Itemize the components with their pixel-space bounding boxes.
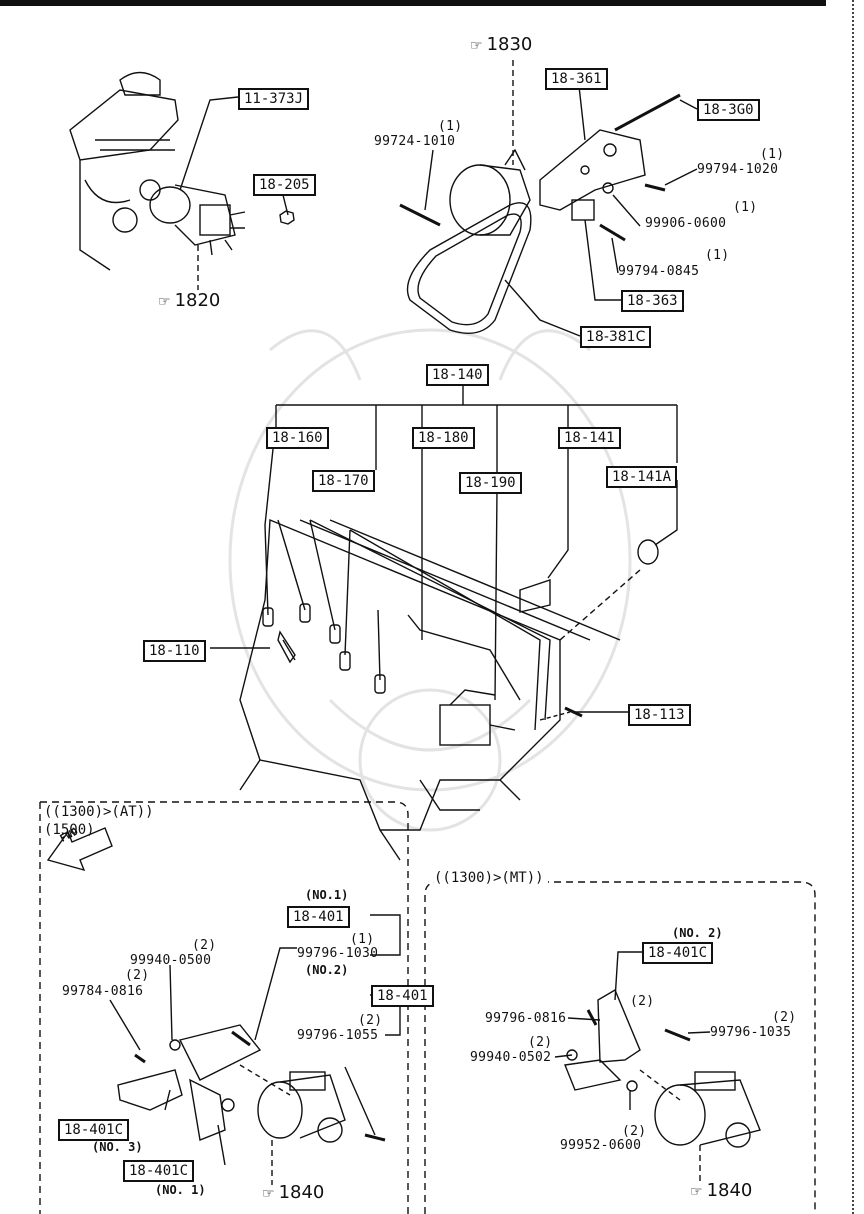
hand-pointer-icon: ☞: [158, 294, 171, 310]
hand-pointer-icon: ☞: [470, 38, 483, 54]
block-18-363: [571, 199, 595, 221]
part-18-401c-mt[interactable]: 18-401C: [642, 942, 714, 964]
grommet-18-141a: [637, 480, 678, 565]
part-18-113[interactable]: 18-113: [628, 704, 691, 726]
bracket-18-361: [539, 129, 646, 211]
bolt-99796-0816[interactable]: 99796-0816: [485, 1011, 567, 1026]
qty-99794-0845: (1): [705, 248, 730, 263]
at-starter-drawing: [117, 1024, 386, 1143]
part-18-360[interactable]: 18-3G0: [697, 99, 760, 121]
qty-99940-0502: (2): [528, 1035, 553, 1050]
ref-1830[interactable]: ☞1830: [470, 34, 533, 55]
bolt-18-360: [614, 93, 681, 132]
at-no3-label: (NO. 3): [92, 1140, 143, 1154]
qty-99724-1010: (1): [438, 119, 463, 134]
part-18-180[interactable]: 18-180: [412, 427, 475, 449]
bolt-99796-1030[interactable]: 99796-1030: [297, 946, 379, 961]
mt-starter-drawing: [564, 988, 761, 1148]
v-belt: [406, 202, 532, 334]
leader-11-373j: [179, 96, 239, 191]
part-18-170[interactable]: 18-170: [312, 470, 375, 492]
mt-title: ((1300)>(MT)): [434, 870, 548, 886]
nut-18-205: [279, 210, 295, 225]
qty-99796-1055: (2): [358, 1013, 383, 1028]
ref-1820[interactable]: ☞1820: [158, 290, 221, 311]
qty-99796-1030: (1): [350, 932, 375, 947]
hand-pointer-icon: ☞: [262, 1186, 275, 1202]
plug-wires: [264, 429, 551, 731]
at-no1-label-b: (NO. 1): [155, 1183, 206, 1197]
engine-head-sketch: [69, 71, 179, 271]
part-18-141a[interactable]: 18-141A: [606, 466, 678, 488]
part-18-110[interactable]: 18-110: [143, 640, 206, 662]
at-no2-label: (NO.2): [305, 963, 349, 977]
hand-pointer-icon: ☞: [690, 1184, 703, 1200]
bracket-tree-18-140: [275, 384, 678, 472]
part-18-205[interactable]: 18-205: [253, 174, 316, 196]
part-18-401-no2[interactable]: 18-401: [371, 985, 434, 1007]
mt-leaders: [554, 951, 711, 1110]
spark-plug: [277, 630, 296, 664]
qty-99796-0816: (2): [630, 994, 655, 1009]
mt-no2-label: (NO. 2): [672, 926, 723, 940]
at-title-2: (1500): [44, 822, 95, 838]
bolt-99784-0816[interactable]: 99784-0816: [62, 984, 144, 999]
ref-1840-at[interactable]: ☞1840: [262, 1182, 325, 1203]
nut-99940-0500[interactable]: 99940-0500: [130, 953, 212, 968]
part-18-401c-no1[interactable]: 18-401C: [123, 1160, 195, 1182]
part-18-363[interactable]: 18-363: [621, 290, 684, 312]
at-leaders: [109, 947, 376, 1166]
engine-block-sketch: [239, 518, 621, 861]
part-18-190[interactable]: 18-190: [459, 472, 522, 494]
wire-boots: [262, 603, 386, 694]
alt-leaders: [424, 85, 698, 337]
nut-99940-0502[interactable]: 99940-0502: [470, 1050, 552, 1065]
washer-99952-0600[interactable]: 99952-0600: [560, 1138, 642, 1153]
top-rule: [0, 0, 826, 6]
bolt-18-113: [564, 706, 583, 718]
ref-1840-mt[interactable]: ☞1840: [690, 1180, 753, 1201]
qty-99784-0816: (2): [125, 968, 150, 983]
part-18-381c[interactable]: 18-381C: [580, 326, 652, 348]
qty-99796-1035: (2): [772, 1010, 797, 1025]
distributor-drawing: [149, 184, 246, 256]
bolt-99724: [399, 203, 441, 227]
bolt-99796-1035[interactable]: 99796-1035: [710, 1025, 792, 1040]
at-no1-label: (NO.1): [305, 888, 349, 902]
part-11-373j[interactable]: 11-373J: [238, 88, 310, 110]
part-18-141[interactable]: 18-141: [558, 427, 621, 449]
nut-99906-0600[interactable]: 99906-0600: [645, 216, 727, 231]
coil-pack: [439, 689, 516, 746]
bolt-99794-1020: [644, 183, 666, 192]
qty-99794-1020: (1): [760, 147, 785, 162]
qty-99952-0600: (2): [622, 1124, 647, 1139]
bolt-99724-1010[interactable]: 99724-1010: [374, 134, 456, 149]
fwd-arrow-icon: [46, 827, 113, 872]
bolt-99796-1055[interactable]: 99796-1055: [297, 1028, 379, 1043]
part-18-361[interactable]: 18-361: [545, 68, 608, 90]
nut-99906: [602, 182, 614, 194]
at-title-1: ((1300)>(AT)): [44, 804, 154, 820]
qty-99940-0500: (2): [192, 938, 217, 953]
bolt-99794-1020[interactable]: 99794-1020: [697, 162, 779, 177]
part-18-401-no1[interactable]: 18-401: [287, 906, 350, 928]
bolt-99794-0845: [599, 223, 626, 242]
at-section-border: [40, 801, 409, 1214]
mt-section-border: [424, 881, 816, 1214]
side-border: [852, 0, 862, 1214]
alternator-drawing: [449, 148, 531, 236]
clip-18-141: [519, 445, 569, 613]
bolt-99794-0845[interactable]: 99794-0845: [618, 264, 700, 279]
part-18-140[interactable]: 18-140: [426, 364, 489, 386]
part-18-401c-no3[interactable]: 18-401C: [58, 1119, 130, 1141]
watermark: [228, 328, 632, 832]
part-18-160[interactable]: 18-160: [266, 427, 329, 449]
qty-99906-0600: (1): [733, 200, 758, 215]
